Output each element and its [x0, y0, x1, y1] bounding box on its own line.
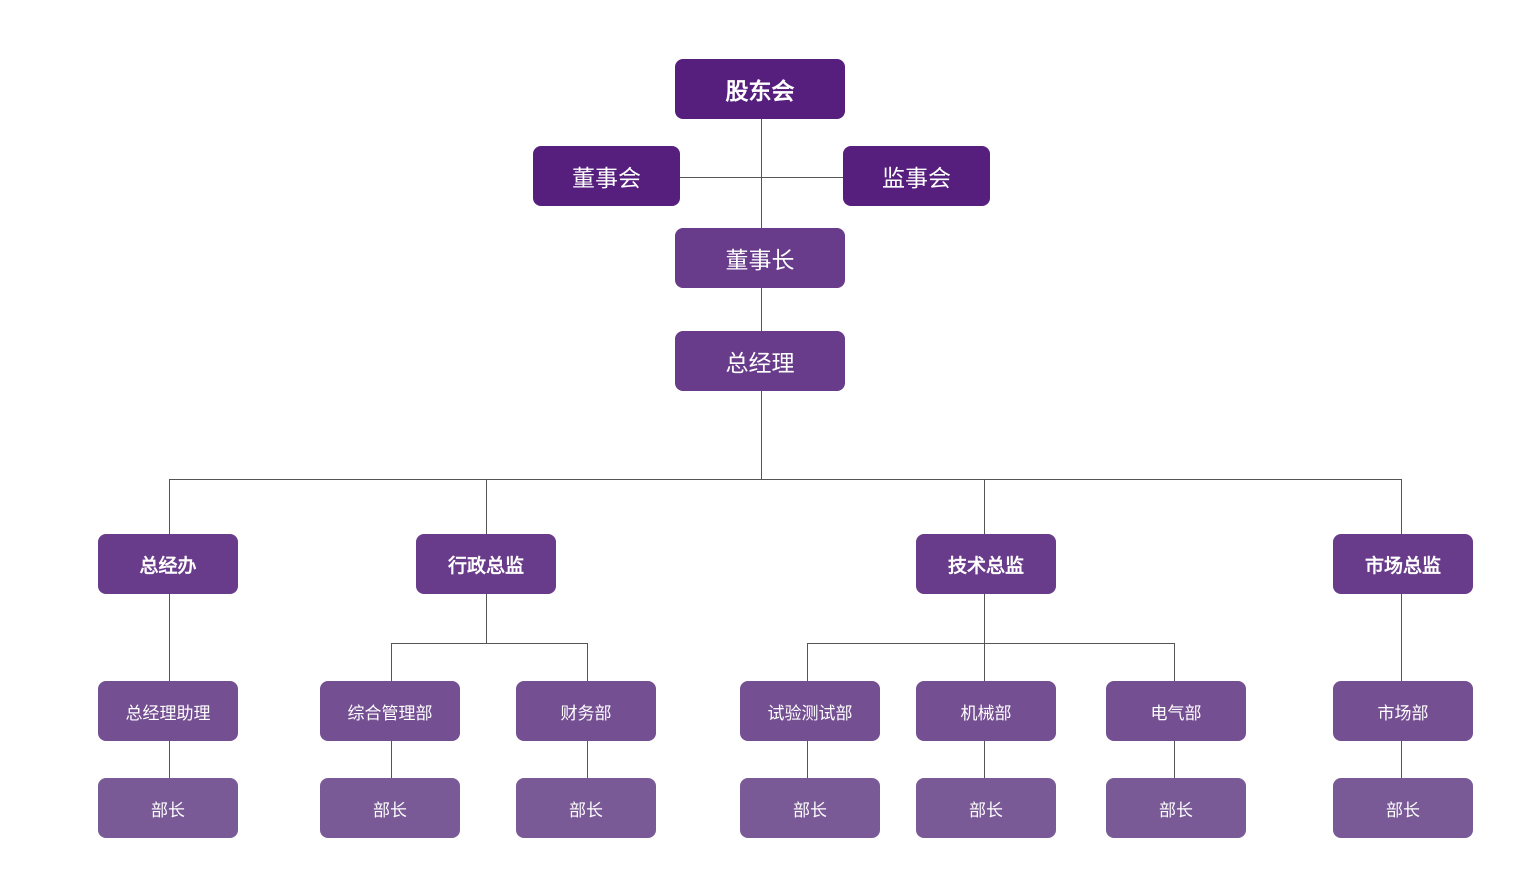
node-market-dept: 市场部 [1333, 681, 1473, 741]
node-head-general-mgmt: 部长 [320, 778, 460, 838]
node-head-mechanical: 部长 [916, 778, 1056, 838]
node-head-testing: 部长 [740, 778, 880, 838]
node-board: 董事会 [533, 146, 680, 206]
node-market-director: 市场总监 [1333, 534, 1473, 594]
node-admin-director: 行政总监 [416, 534, 556, 594]
node-electrical-dept: 电气部 [1106, 681, 1246, 741]
node-gm-office: 总经办 [98, 534, 238, 594]
node-testing-dept: 试验测试部 [740, 681, 880, 741]
node-supervisors: 监事会 [843, 146, 990, 206]
node-head-electrical: 部长 [1106, 778, 1246, 838]
node-tech-director: 技术总监 [916, 534, 1056, 594]
node-chairman: 董事长 [675, 228, 845, 288]
node-head-market: 部长 [1333, 778, 1473, 838]
node-head-finance: 部长 [516, 778, 656, 838]
node-mechanical-dept: 机械部 [916, 681, 1056, 741]
node-gm-assistant: 总经理助理 [98, 681, 238, 741]
node-finance-dept: 财务部 [516, 681, 656, 741]
node-general-manager: 总经理 [675, 331, 845, 391]
node-head-gm-assistant: 部长 [98, 778, 238, 838]
node-shareholders: 股东会 [675, 59, 845, 119]
node-general-mgmt-dept: 综合管理部 [320, 681, 460, 741]
